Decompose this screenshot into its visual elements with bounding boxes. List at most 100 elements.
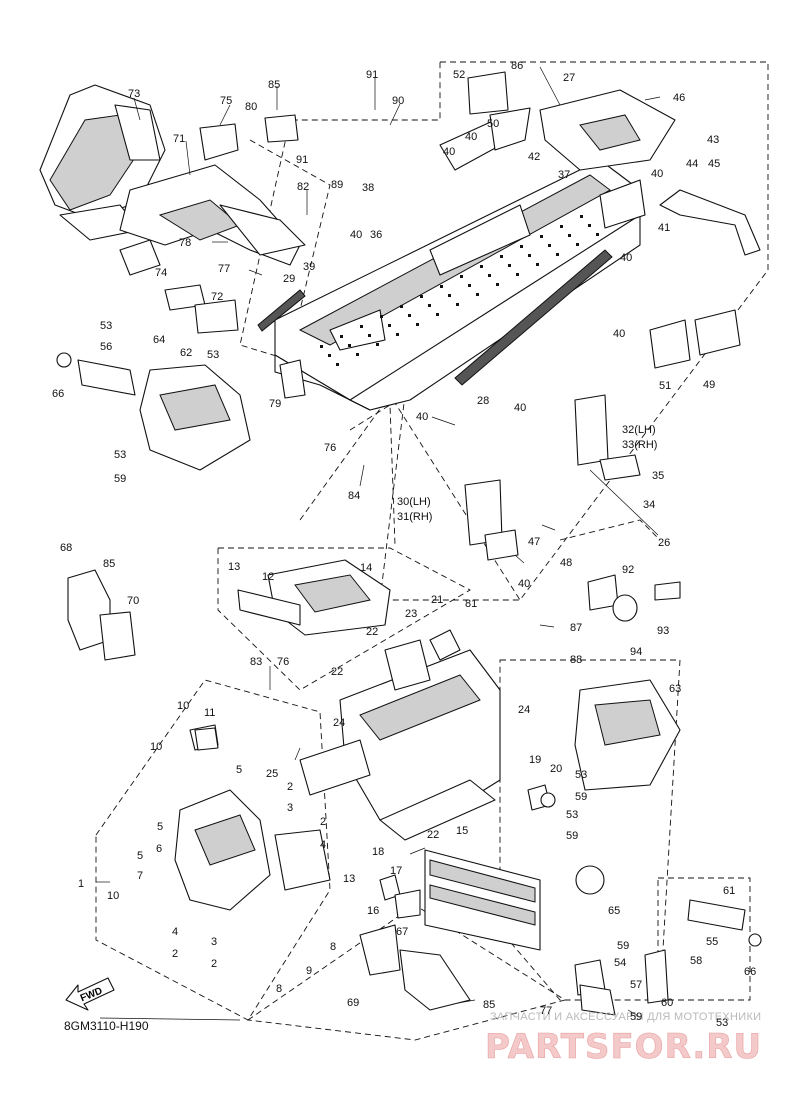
callout-c12: 12 (262, 571, 274, 583)
callout-c89: 89 (331, 179, 343, 191)
callout-c4b: 4 (172, 926, 178, 938)
rear-brackets (439, 71, 761, 622)
tunnel-hole (516, 273, 519, 276)
fwd-label: FWD (79, 986, 104, 1005)
tunnel-hole (408, 314, 411, 317)
callout-c77b: 77 (540, 1005, 552, 1017)
callout-c61: 61 (723, 885, 735, 897)
callout-c55: 55 (706, 936, 718, 948)
callout-c40b: 40 (350, 229, 362, 241)
callout-c36: 36 (370, 229, 382, 241)
callout-c76b: 76 (277, 656, 289, 668)
tunnel-hole (460, 275, 463, 278)
steering-mount (174, 724, 331, 911)
tunnel-hole (536, 263, 539, 266)
tunnel-hole (560, 225, 563, 228)
callout-c52: 52 (453, 69, 465, 81)
cooler (379, 849, 541, 951)
callout-c5a: 5 (236, 764, 242, 776)
callout-c48: 48 (560, 557, 572, 569)
callout-c10c: 10 (107, 890, 119, 902)
callout-c57: 57 (630, 979, 642, 991)
callout-c62: 62 (180, 347, 192, 359)
callout-c60: 60 (661, 997, 673, 1009)
callout-c3b: 3 (211, 936, 217, 948)
callout-c5c: 5 (137, 850, 143, 862)
callout-c64: 64 (153, 334, 165, 346)
callout-c26: 26 (658, 537, 670, 549)
callout-c16: 16 (367, 905, 379, 917)
callout-c59a: 59 (114, 473, 126, 485)
callout-c90: 90 (392, 95, 404, 107)
callout-c87: 87 (570, 622, 582, 634)
callout-c94: 94 (630, 646, 642, 658)
callout-c59c: 59 (566, 830, 578, 842)
tunnel-hole (528, 254, 531, 257)
callout-c40i: 40 (518, 578, 530, 590)
callout-c56: 56 (100, 341, 112, 353)
callout-c66a: 66 (52, 388, 64, 400)
tunnel-hole (500, 255, 503, 258)
tunnel-hole (388, 324, 391, 327)
callout-c40a: 40 (443, 146, 455, 158)
callout-c81: 81 (465, 598, 477, 610)
callout-c3a: 3 (287, 802, 293, 814)
tunnel-hole (596, 233, 599, 236)
callout-c14: 14 (360, 562, 372, 574)
instrument-bracket (119, 164, 306, 266)
right-bumper (527, 679, 762, 947)
callout-c38: 38 (362, 182, 374, 194)
callout-c40c: 40 (465, 131, 477, 143)
callout-c34: 34 (643, 499, 655, 511)
callout-c28: 28 (477, 395, 489, 407)
callout-c10a: 10 (177, 700, 189, 712)
callout-c80: 80 (245, 101, 257, 113)
tunnel-holes (320, 215, 599, 366)
engine-cradle (299, 629, 501, 841)
callout-c46: 46 (673, 92, 685, 104)
callout-c69: 69 (347, 997, 359, 1009)
callout-c78: 78 (179, 237, 191, 249)
callout-c2a: 2 (287, 781, 293, 793)
callout-c63: 63 (669, 683, 681, 695)
front-bumper (56, 352, 251, 471)
callout-c84: 84 (348, 490, 360, 502)
callout-c39: 39 (303, 261, 315, 273)
callout-c59b: 59 (575, 791, 587, 803)
watermark-caption: ЗАПЧАСТИ И АКСЕССУАРЫ ДЛЯ МОТОТЕХНИКИ (490, 1011, 761, 1023)
callout-c40f: 40 (613, 328, 625, 340)
callout-c24b: 24 (518, 704, 530, 716)
callout-c79: 79 (269, 398, 281, 410)
callout-c47: 47 (528, 536, 540, 548)
callout-c82: 82 (297, 181, 309, 193)
watermark: ЗАПЧАСТИ И АКСЕССУАРЫ ДЛЯ МОТОТЕХНИКИ PA… (485, 1011, 762, 1067)
upper-plate (237, 559, 391, 636)
callout-c70: 70 (127, 595, 139, 607)
callout-c13a: 13 (228, 561, 240, 573)
callout-c40d: 40 (651, 168, 663, 180)
callout-c85b: 85 (103, 558, 115, 570)
callout-c35: 35 (652, 470, 664, 482)
leader-lines (96, 66, 661, 1021)
tunnel-hole (468, 284, 471, 287)
callout-c32: 32(LH) (622, 424, 656, 436)
watermark-logo: PARTSFOR.RU (485, 1027, 762, 1067)
callout-c75: 75 (220, 95, 232, 107)
callout-c66b: 66 (744, 966, 756, 978)
callout-c2c: 2 (172, 948, 178, 960)
callout-c31: 31(RH) (397, 511, 432, 523)
small-brackets-top (164, 114, 299, 334)
callout-c24a: 24 (333, 717, 345, 729)
callout-c53e: 53 (566, 809, 578, 821)
callout-c5b: 5 (157, 821, 163, 833)
callout-c76a: 76 (324, 442, 336, 454)
callout-c53a: 53 (100, 320, 112, 332)
tunnel-hole (420, 295, 423, 298)
tunnel-hole (336, 363, 339, 366)
callout-c91b: 91 (296, 154, 308, 166)
tunnel-hole (508, 264, 511, 267)
callout-c10b: 10 (150, 741, 162, 753)
tunnel-hole (340, 335, 343, 338)
tunnel-hole (556, 253, 559, 256)
